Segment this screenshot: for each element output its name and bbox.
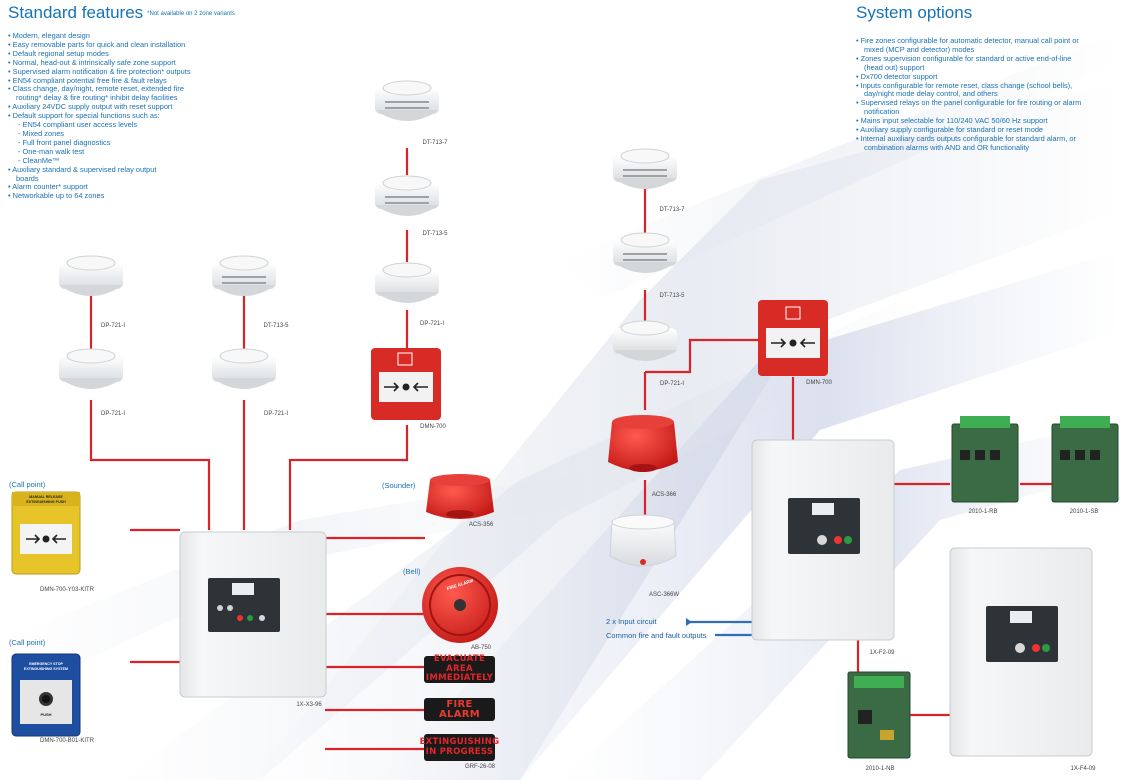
feature-item: • Class change, day/night, remote reset,… — [8, 84, 184, 94]
panel-left — [179, 531, 327, 698]
detector-label: DP-721-I — [659, 381, 685, 387]
feature-item: • Auxiliary 24VDC supply output with res… — [8, 102, 173, 112]
blue-callpoint-text: EMERGENCY STOP EXTINGUISHING SYSTEM — [23, 662, 69, 671]
sounder-icon-right — [608, 415, 678, 472]
feature-item: - Mixed zones — [18, 128, 65, 138]
blue-callpoint — [11, 653, 81, 737]
feature-item: • Inputs configurable for remote reset, … — [856, 80, 1073, 90]
feature-item: • EN54 compliant potential free fire & f… — [8, 75, 167, 85]
panel-right — [751, 439, 895, 641]
feature-item: - Full front panel diagnostics — [18, 137, 111, 147]
feature-item: • Mains input selectable for 110/240 VAC… — [856, 116, 1048, 126]
feature-item: • Easy removable parts for quick and cle… — [8, 39, 186, 49]
callpoint-caption: (Call point) — [9, 638, 46, 647]
callpoint-label: DMN-700 — [420, 424, 446, 430]
feature-item: - EN54 compliant user access levels — [18, 120, 138, 130]
input-arrow-icon — [686, 618, 692, 626]
relay-board-icons — [847, 416, 1119, 759]
feature-item: • Auxiliary supply configurable for stan… — [856, 125, 1044, 135]
sign-line: EXTINGUISHING — [419, 737, 500, 747]
blue-wiring — [690, 620, 752, 637]
feature-item: • Supervised relays on the panel configu… — [856, 98, 1082, 108]
feature-item: boards — [16, 173, 39, 183]
sounder-icon-left — [426, 474, 494, 519]
red-callpoint-right — [758, 300, 828, 376]
callpoint-label: DMN-700-Y03-KITR — [40, 587, 95, 593]
standard-features-note: *Not available on 2 zone variants — [147, 10, 235, 17]
sign-line: EVACUATE AREA — [433, 654, 486, 674]
detector-label: DP-721-I — [419, 321, 445, 327]
board-label: 2010-1-RB — [968, 509, 998, 515]
standard-features-list: • Modern, elegant design• Easy removable… — [8, 31, 191, 201]
panel-right-large — [949, 547, 1093, 757]
standard-features-title: Standard features*Not available on 2 zon… — [8, 3, 235, 22]
feature-item: • Alarm counter* support — [8, 182, 88, 192]
detector-icons-left — [59, 80, 439, 389]
callpoint-label: DMN-700-B01-KITR — [40, 738, 95, 744]
bell-icon — [422, 567, 498, 643]
bell-label: AB-750 — [470, 645, 492, 651]
feature-item: • Dx700 detector support — [856, 71, 938, 81]
feature-item: routing* delay & fire routing* inhibit d… — [16, 93, 178, 103]
detector-label: DP-721-I — [263, 411, 289, 417]
feature-item: • Networkable up to 64 zones — [8, 191, 105, 201]
panel-label: 1X-F2-09 — [869, 650, 895, 656]
feature-item: • Supervised alarm notification & fire p… — [8, 66, 191, 76]
yellow-callpoint — [11, 491, 81, 575]
sounder-white-icon — [609, 514, 677, 567]
feature-item: day/night mode delay control, and others — [864, 89, 998, 99]
callpoint-caption: (Call point) — [9, 480, 46, 489]
detector-label: DT-713-5 — [422, 231, 448, 237]
sign-line: FIRE ALARM — [438, 699, 480, 720]
detector-label: DT-713-5 — [263, 323, 289, 329]
yellow-callpoint-text: MANUAL RELEASE EXTINGUISHING PUSH — [26, 495, 66, 504]
detector-label: DP-721-I — [100, 323, 126, 329]
sounder-caption: (Sounder) — [382, 481, 416, 490]
sign-line: IMMEDIATELY — [425, 673, 494, 684]
detector-icons-right — [613, 148, 677, 361]
feature-item: mixed (MCP and detector) modes — [864, 44, 975, 54]
red-wiring — [89, 148, 1052, 751]
callpoint-label: DMN-700 — [806, 380, 832, 386]
feature-item: combination alarms with AND and OR funct… — [864, 142, 1030, 152]
board-label: 2010-1-SB — [1069, 509, 1099, 515]
feature-item: • Default support for special functions … — [8, 111, 160, 121]
feature-item: - CleanMe™ — [18, 155, 60, 165]
feature-item: • Fire zones configurable for automatic … — [856, 36, 1079, 45]
bell-caption: (Bell) — [403, 567, 421, 576]
sounder-label: ACS-356 — [468, 522, 494, 528]
system-options-list: • Fire zones configurable for automatic … — [856, 36, 1082, 153]
fire-alarm-sign: FIRE ALARM — [424, 698, 495, 721]
sounder-label: ASC-366W — [648, 592, 680, 598]
blue-callpoint-push: PUSH — [40, 712, 52, 717]
feature-item: (head out) support — [864, 62, 925, 72]
sign-line: IN PROGRESS — [425, 746, 494, 757]
detector-label: DP-721-I — [100, 411, 126, 417]
detector-label: DT-713-7 — [422, 140, 448, 146]
sounder-label: ACS-366 — [651, 492, 677, 498]
feature-item: - One-man walk test — [18, 146, 85, 156]
detector-label: DT-713-7 — [659, 207, 685, 213]
common-outputs-label: Common fire and fault outputs — [606, 631, 707, 640]
input-circuit-label: 2 x Input circuit — [606, 617, 657, 626]
signs-label: GRF-26-08 — [464, 764, 496, 770]
system-options-title: System options — [856, 3, 973, 22]
board-label: 2010-1-NB — [865, 766, 895, 772]
detector-label: DT-713-5 — [659, 293, 685, 299]
feature-item: • Default regional setup modes — [8, 48, 109, 58]
feature-item: • Auxiliary standard & supervised relay … — [8, 164, 157, 174]
feature-item: • Modern, elegant design — [8, 31, 90, 40]
feature-item: • Zones supervision configurable for sta… — [856, 53, 1072, 63]
panel-label: 1X-X3-96 — [296, 702, 322, 708]
feature-item: • Internal auxiliary cards outputs confi… — [856, 133, 1076, 143]
feature-item: • Normal, head-out & intrinsically safe … — [8, 57, 176, 67]
panel-label: 1X-F4-09 — [1070, 766, 1096, 772]
feature-item: notification — [864, 107, 900, 117]
red-callpoint-left — [371, 348, 441, 420]
